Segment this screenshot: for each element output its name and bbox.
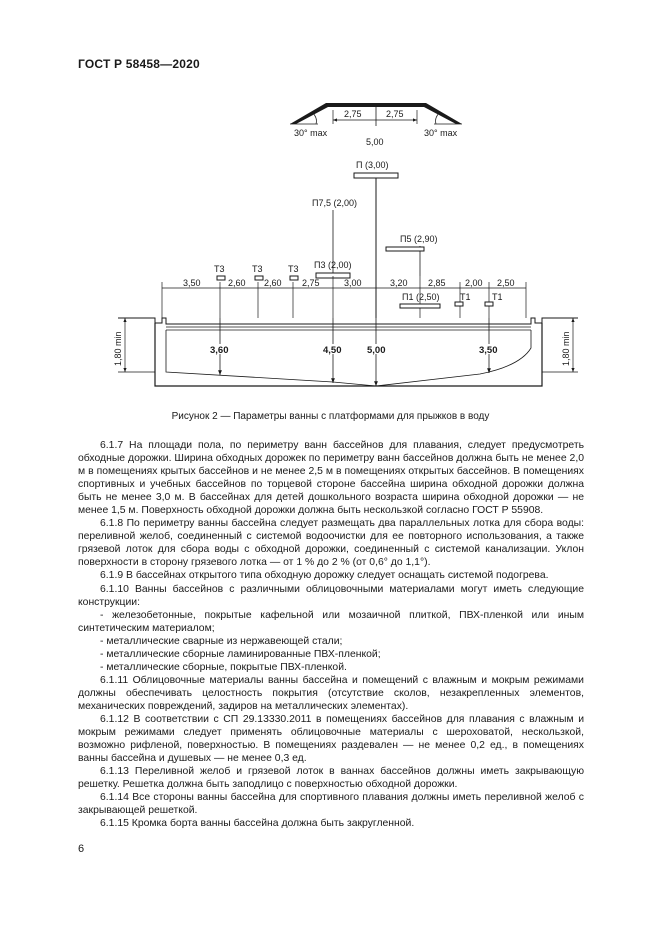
paragraph: 6.1.10 Ванны бассейнов с различными обли…	[78, 583, 584, 608]
dim-1: 3,50	[183, 278, 201, 288]
height-500-label: 5,00	[366, 137, 384, 147]
angle-right-label: 30° max	[424, 128, 458, 138]
figure-caption: Рисунок 2 — Параметры ванны с платформам…	[171, 411, 490, 422]
paragraph: 6.1.8 По периметру ванны бассейна следуе…	[78, 518, 584, 569]
board-t3-a	[216, 275, 226, 281]
page-number: 6	[78, 843, 85, 855]
platform-p3-label: П3 (2,00)	[314, 260, 352, 270]
paragraph: 6.1.13 Переливной желоб и грязевой лоток…	[78, 766, 584, 791]
board-t3-c-label: Т3	[288, 264, 299, 274]
side-height-right: 1,80 min	[561, 331, 571, 366]
paragraph: 6.1.15 Кромка борта ванны бассейна должн…	[100, 818, 415, 830]
dim-6: 3,20	[390, 278, 408, 288]
dim-2: 2,60	[228, 278, 246, 288]
document-header: ГОСТ Р 58458—2020	[78, 57, 200, 71]
dim-8: 2,00	[465, 278, 483, 288]
platform-p5-label: П5 (2,90)	[400, 234, 438, 244]
paragraph: 6.1.9 В бассейнах открытого типа обходну…	[100, 570, 549, 582]
depth-450: 4,50	[323, 345, 342, 356]
platform-p300-label: П (3,00)	[356, 160, 388, 170]
paragraph: 6.1.11 Облицовочные материалы ванны басс…	[78, 674, 584, 712]
depth-500: 5,00	[367, 345, 386, 356]
board-t1-a-label: Т1	[460, 292, 471, 302]
dim-9: 2,50	[497, 278, 515, 288]
paragraph: - железобетонные, покрытые кафельной или…	[78, 609, 584, 634]
dim-top-left: 2,75	[344, 109, 362, 119]
board-t3-b	[254, 275, 264, 281]
paragraph: 6.1.14 Все стороны ванны бассейна для сп…	[78, 792, 584, 817]
platform-p5	[385, 246, 425, 252]
dim-7: 2,85	[428, 278, 446, 288]
platform-p1	[399, 303, 441, 309]
board-t1-b-label: Т1	[492, 292, 503, 302]
board-t1-a	[454, 301, 464, 307]
dim-5: 3,00	[344, 278, 362, 288]
platform-p1-label: П1 (2,50)	[402, 292, 440, 302]
platform-p300	[353, 172, 399, 179]
dimension-chain	[161, 178, 527, 318]
pool-section	[118, 317, 578, 387]
board-t3-c	[289, 275, 299, 281]
pool-diving-diagram: 2,75 2,75 30° max 30° max 5,00 П (3,00) …	[113, 103, 578, 387]
platform-p75-label: П7,5 (2,00)	[312, 198, 357, 208]
paragraph: - металлические сборные ламинированные П…	[100, 648, 381, 660]
platform-top-profile	[290, 103, 462, 126]
depth-360: 3,60	[210, 345, 229, 356]
angle-left-label: 30° max	[294, 128, 328, 138]
dim-top-right: 2,75	[386, 109, 404, 119]
side-height-left: 1,80 min	[113, 331, 123, 366]
board-t3-b-label: Т3	[252, 264, 263, 274]
dim-4: 2,75	[302, 278, 320, 288]
board-t1-b	[484, 301, 494, 307]
paragraph: - металлические сборные, покрытые ПВХ-пл…	[100, 661, 347, 673]
board-t3-a-label: Т3	[214, 264, 225, 274]
depth-350: 3,50	[479, 345, 498, 356]
paragraph: 6.1.7 На площади пола, по периметру ванн…	[78, 440, 584, 517]
paragraph: - металлические сварные из нержавеющей с…	[100, 635, 343, 647]
dim-3: 2,60	[264, 278, 282, 288]
body-text: 6.1.7 На площади пола, по периметру ванн…	[78, 439, 584, 830]
paragraph: 6.1.12 В соответствии с СП 29.13330.2011…	[78, 713, 584, 765]
